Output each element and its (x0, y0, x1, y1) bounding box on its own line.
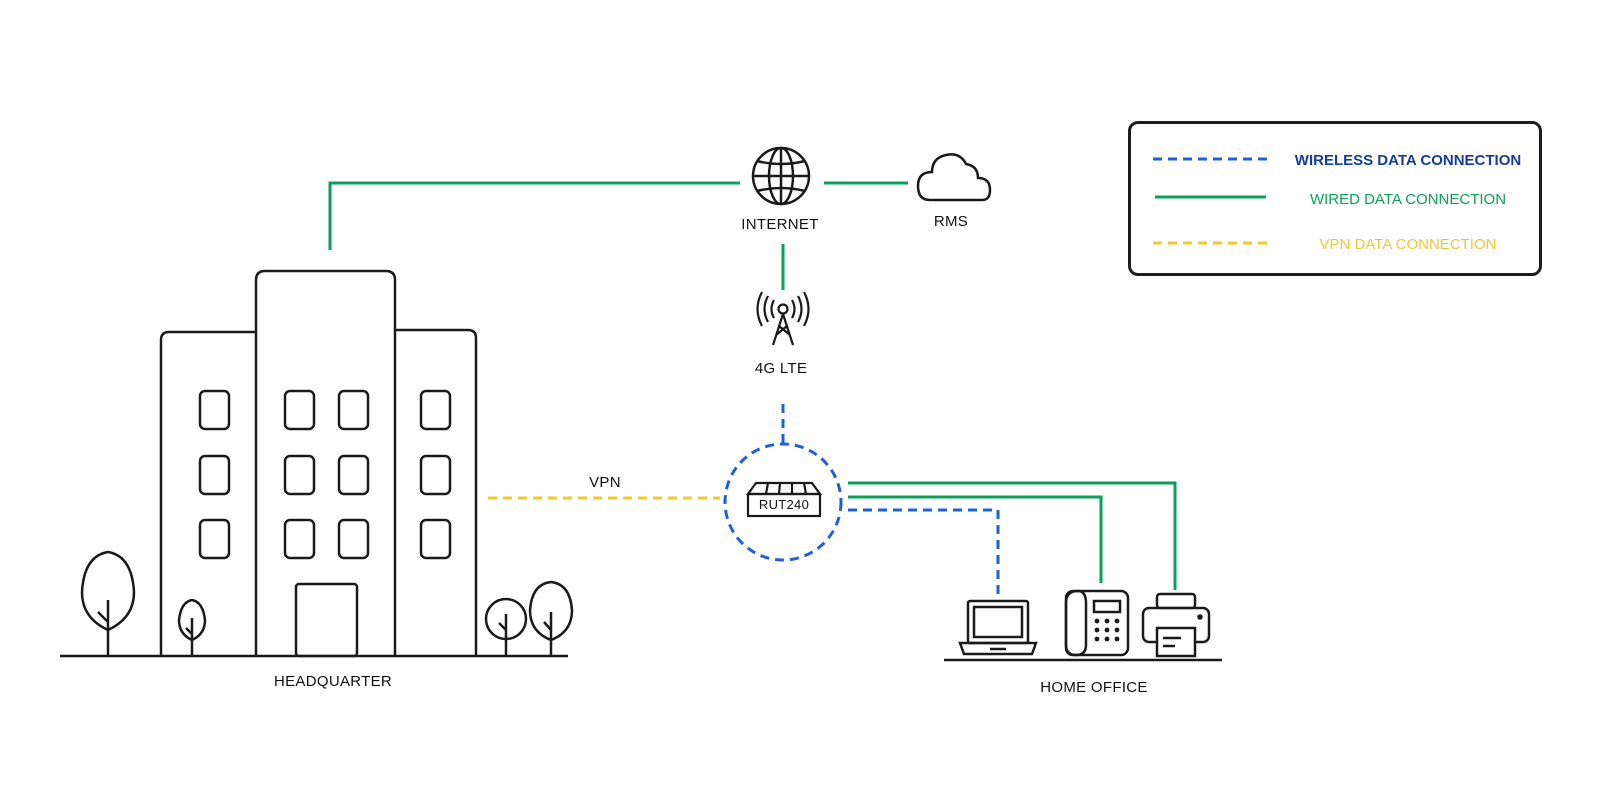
vpn-label: VPN (589, 474, 621, 491)
desk-phone-icon (1064, 589, 1130, 657)
tree-icon-right (528, 580, 574, 656)
cloud-icon (916, 153, 992, 202)
cell-tower-icon (756, 291, 810, 346)
round-tree-icon (484, 597, 528, 656)
small-tree-icon (177, 598, 207, 656)
internet-label: INTERNET (741, 216, 819, 233)
home-office-label: HOME OFFICE (1040, 679, 1148, 696)
globe-icon (751, 146, 811, 206)
lte-label: 4G LTE (754, 360, 808, 377)
router-wireless-range (723, 442, 843, 562)
wired-link-hq-internet (328, 181, 740, 250)
router-label: RUT240 (758, 497, 810, 512)
legend (1128, 121, 1542, 276)
laptop-icon (958, 599, 1038, 656)
wireless-link-router-laptop (848, 508, 1000, 598)
rms-label: RMS (933, 213, 969, 230)
legend-wireless-label: WIRELESS DATA CONNECTION (1294, 152, 1522, 169)
router-icon (745, 481, 823, 518)
headquarter-label: HEADQUARTER (273, 673, 393, 690)
legend-wired-label: WIRED DATA CONNECTION (1309, 191, 1507, 208)
tree-icon (80, 550, 136, 656)
office-building-icon (60, 269, 568, 658)
wired-link-router-phone (848, 495, 1103, 583)
printer-icon (1141, 592, 1211, 658)
legend-vpn-label: VPN DATA CONNECTION (1319, 236, 1497, 253)
wired-link-router-printer (848, 481, 1177, 590)
